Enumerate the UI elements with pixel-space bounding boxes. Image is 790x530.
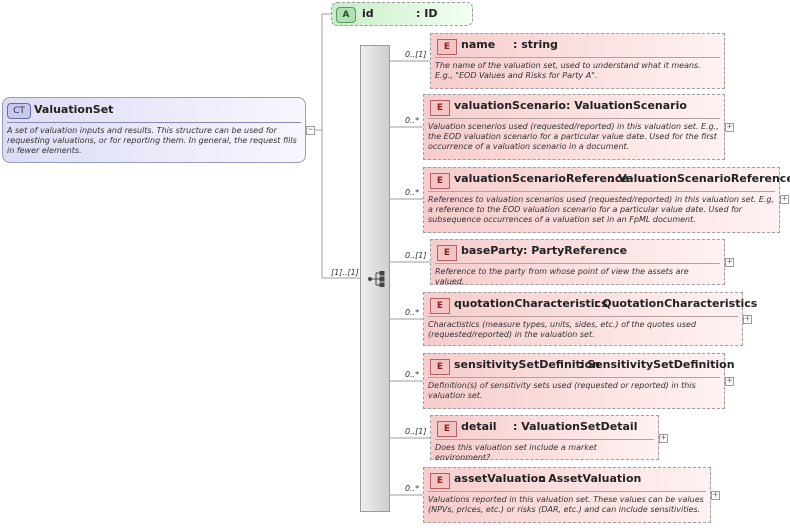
attribute-name: id [362,7,374,20]
element-documentation: Valuations reported in this valuation se… [428,495,704,514]
element-type: : PartyReference [523,244,628,257]
element-cardinality: 0..[1] [405,427,427,436]
element-cardinality: 0..* [405,116,420,125]
sequence-icon [368,271,385,287]
expand-icon[interactable]: + [711,490,720,500]
element-type: : string [513,38,558,51]
element-badge: E [437,421,457,437]
element-valuation-scenario-reference[interactable]: E valuationScenarioReference : Valuation… [423,167,790,233]
divider [428,377,720,378]
element-type: : SensitivitySetDefinition [579,358,735,371]
expand-icon[interactable]: + [725,257,734,267]
divider [428,191,775,192]
element-badge: E [430,298,450,314]
element-label: quotationCharacteristics [454,297,608,310]
complex-type-badge: CT [7,103,31,119]
element-documentation: Reference to the party from whose point … [435,267,689,286]
element-label: valuationScenario [454,99,566,112]
expand-icon[interactable]: + [659,433,668,443]
element-label: assetValuation [454,472,547,485]
element-documentation: Definition(s) of sensitivity sets used (… [428,381,696,400]
element-cardinality: 0..* [405,308,420,317]
element-cardinality: 0..* [405,370,420,379]
divider [435,263,720,264]
divider [7,122,301,123]
element-cardinality: 0..* [405,188,420,197]
expand-icon[interactable]: + [725,122,734,132]
divider [435,439,654,440]
element-cardinality: 0..* [405,484,420,493]
element-type: : QuotationCharacteristics [594,297,758,310]
element-badge: E [430,100,450,116]
element-badge: E [430,173,450,189]
divider [428,118,720,119]
element-label: name [461,38,496,51]
complex-type-documentation: A set of valuation inputs and results. T… [7,126,297,155]
element-badge: E [430,359,450,375]
attribute-type: : ID [416,7,438,20]
sequence-cardinality: [1]..[1] [331,268,359,277]
element-documentation: References to valuation scenarios used (… [428,195,775,224]
element-base-party[interactable]: E baseParty : PartyReference Reference t… [430,239,725,286]
divider [428,491,706,492]
expand-icon[interactable]: + [743,314,752,324]
element-name[interactable]: E name : string The name of the valuatio… [430,33,725,89]
element-documentation: Valuation scenerios used (requested/repo… [428,122,719,151]
element-type: : AssetValuation [540,472,642,485]
element-label: sensitivitySetDefinition [454,358,600,371]
element-type: : ValuationScenarioReference [610,172,790,185]
divider [428,316,738,317]
element-documentation: Charactistics (measure types, units, sid… [428,320,697,339]
divider [435,57,720,58]
element-type: : ValuationSetDetail [513,420,638,433]
element-asset-valuation[interactable]: E assetValuation : AssetValuation Valuat… [423,467,711,523]
element-label: baseParty [461,244,524,257]
element-label: valuationScenarioReference [454,172,629,185]
element-label: detail [461,420,497,433]
expand-icon[interactable]: + [780,194,789,204]
element-sensitivity-set-definition[interactable]: E sensitivitySetDefinition : Sensitivity… [423,353,735,409]
attribute-badge: A [336,7,356,23]
element-cardinality: 0..[1] [405,251,427,260]
element-detail[interactable]: E detail : ValuationSetDetail Does this … [430,415,659,462]
element-cardinality: 0..[1] [405,50,427,59]
element-documentation: Does this valuation set include a market… [435,443,597,462]
collapse-toggle-icon[interactable]: − [306,125,315,135]
element-documentation: The name of the valuation set, used to u… [435,61,701,80]
element-badge: E [437,245,457,261]
complex-type-valuationset[interactable]: CT ValuationSet A set of valuation input… [2,97,306,163]
element-badge: E [430,473,450,489]
element-type: : ValuationScenario [566,99,687,112]
element-badge: E [437,39,457,55]
complex-type-name: ValuationSet [34,103,114,116]
element-quotation-characteristics[interactable]: E quotationCharacteristics : QuotationCh… [423,292,757,346]
expand-icon[interactable]: + [725,376,734,386]
attribute-id[interactable]: A id : ID [331,2,473,26]
element-valuation-scenario[interactable]: E valuationScenario : ValuationScenario … [423,94,725,160]
